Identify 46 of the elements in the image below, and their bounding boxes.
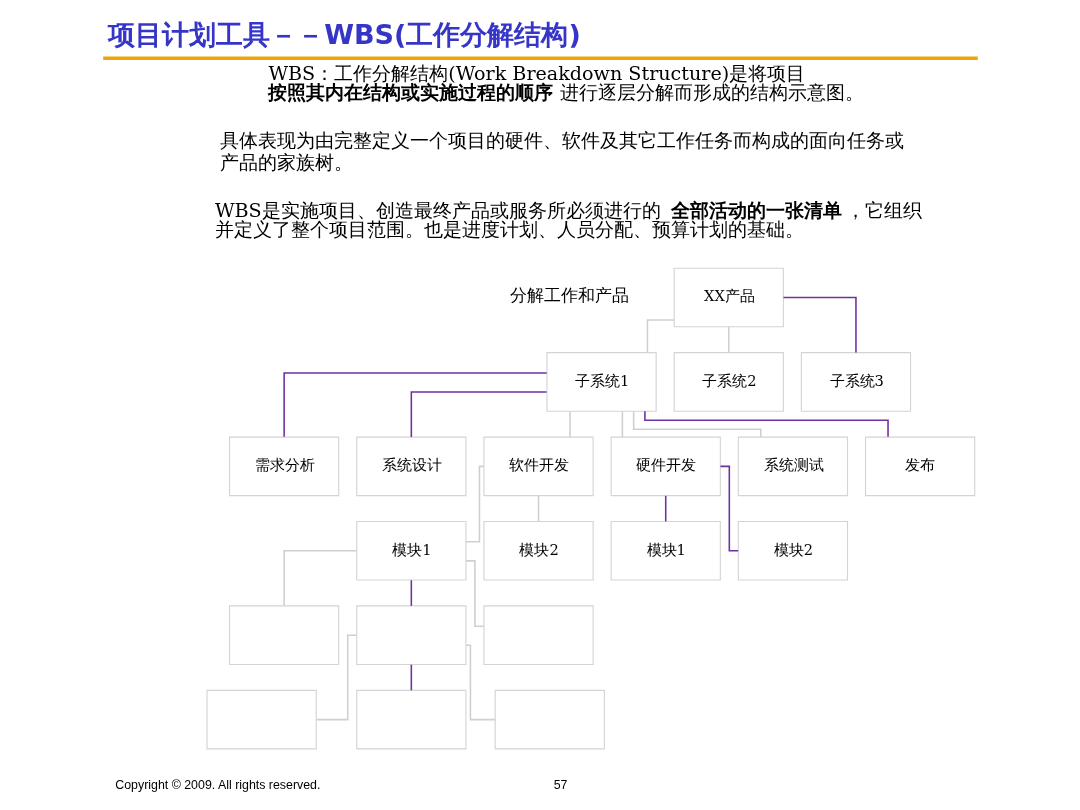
node-box: 系统测试 — [737, 436, 848, 497]
connector — [719, 465, 739, 552]
node-box: 模块1 — [610, 520, 721, 581]
connector — [282, 372, 547, 438]
connector — [643, 410, 889, 438]
node-box: 子系统1 — [545, 352, 657, 412]
connector — [282, 550, 357, 607]
label: WBS是实施项目、创造最终产品或服务所必须进行的全部活动的一张清单，它组织并定义了整个项目范围。也是进度计划、人员分配、预算计划的基础。 — [214, 199, 922, 242]
connector — [646, 319, 675, 354]
node-box — [355, 689, 466, 750]
label: 57 — [553, 778, 567, 793]
node-box — [482, 605, 594, 666]
node-box: 需求分析 — [228, 436, 339, 497]
node-box — [228, 605, 339, 666]
connector — [410, 579, 412, 607]
connector — [410, 663, 412, 692]
connector — [782, 296, 857, 354]
connector — [464, 560, 485, 627]
label: WBS：工作分解结构(Work Breakdown Structure)是将项目按照其内在结构或实施过程的顺序进行逐层分解而形成的结构示意图。 — [267, 61, 864, 104]
node-box: 硬件开发 — [610, 436, 721, 497]
node-box — [494, 689, 605, 750]
connector — [464, 644, 496, 721]
node-box — [205, 689, 317, 750]
connector — [315, 634, 357, 721]
connector — [664, 495, 666, 523]
connector — [727, 326, 730, 354]
node-box — [355, 605, 466, 666]
node-box: 模块2 — [737, 520, 848, 581]
node-box: 子系统3 — [800, 352, 911, 412]
connector — [537, 495, 539, 523]
node-box: 系统设计 — [355, 436, 466, 497]
label: Copyright © 2009. All rights reserved. — [114, 778, 320, 793]
node-box: 发布 — [864, 436, 975, 497]
node-box: 模块2 — [482, 520, 594, 581]
label: 具体表现为由完整定义一个项目的硬件、软件及其它工作任务而构成的面向任务或产品的家族树。 — [219, 129, 904, 174]
node-box: XX产品 — [673, 267, 784, 328]
node-box: 子系统2 — [673, 352, 784, 412]
diagram-title: 项目计划工具－－WBS(工作分解结构) — [107, 19, 581, 51]
node-box: 软件开发 — [482, 436, 594, 497]
connector — [464, 465, 484, 543]
connector — [621, 410, 623, 438]
label: 分解工作和产品 — [509, 285, 629, 306]
connector — [632, 410, 762, 438]
node-box: 模块1 — [355, 520, 466, 581]
connector — [410, 391, 547, 438]
connector — [568, 410, 571, 438]
